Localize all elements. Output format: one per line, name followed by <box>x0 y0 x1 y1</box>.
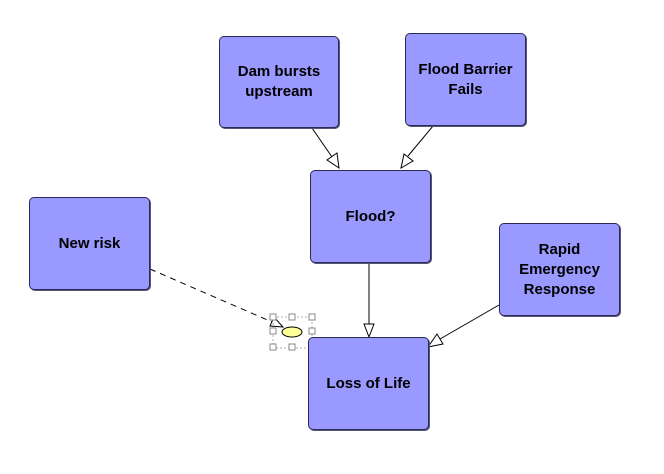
edge-rapid-to-loss[interactable] <box>426 304 500 348</box>
edge-dam-to-flood[interactable] <box>311 127 340 170</box>
node-label: New risk <box>58 234 121 252</box>
node-flood-barrier[interactable]: Flood Barrier Fails <box>405 33 526 126</box>
arrowhead-icon <box>363 323 375 339</box>
node-label: Loss of Life <box>326 374 411 392</box>
node-label: Flood? <box>345 207 396 225</box>
arrowhead-icon <box>326 152 340 170</box>
node-label: Dam bursts upstream <box>237 63 321 100</box>
node-rapid-emergency-response[interactable]: Rapid Emergency Response <box>499 223 620 316</box>
arrowhead-icon <box>400 153 414 170</box>
node-new-risk[interactable]: New risk <box>29 197 150 290</box>
edge-midpoint-handle-icon <box>281 326 303 338</box>
node-flood[interactable]: Flood? <box>310 170 431 263</box>
edge-newrisk-to-loss[interactable] <box>149 268 285 328</box>
node-label: Flood Barrier Fails <box>418 60 513 98</box>
edge-barrier-to-flood[interactable] <box>400 125 434 170</box>
edge-flood-to-loss[interactable] <box>363 263 375 339</box>
edge-selection-box[interactable] <box>269 313 316 351</box>
node-dam-bursts[interactable]: Dam bursts upstream <box>219 36 339 128</box>
node-label: Rapid Emergency Response <box>519 240 600 298</box>
arrowhead-icon <box>426 333 444 348</box>
node-loss-of-life[interactable]: Loss of Life <box>308 337 429 430</box>
